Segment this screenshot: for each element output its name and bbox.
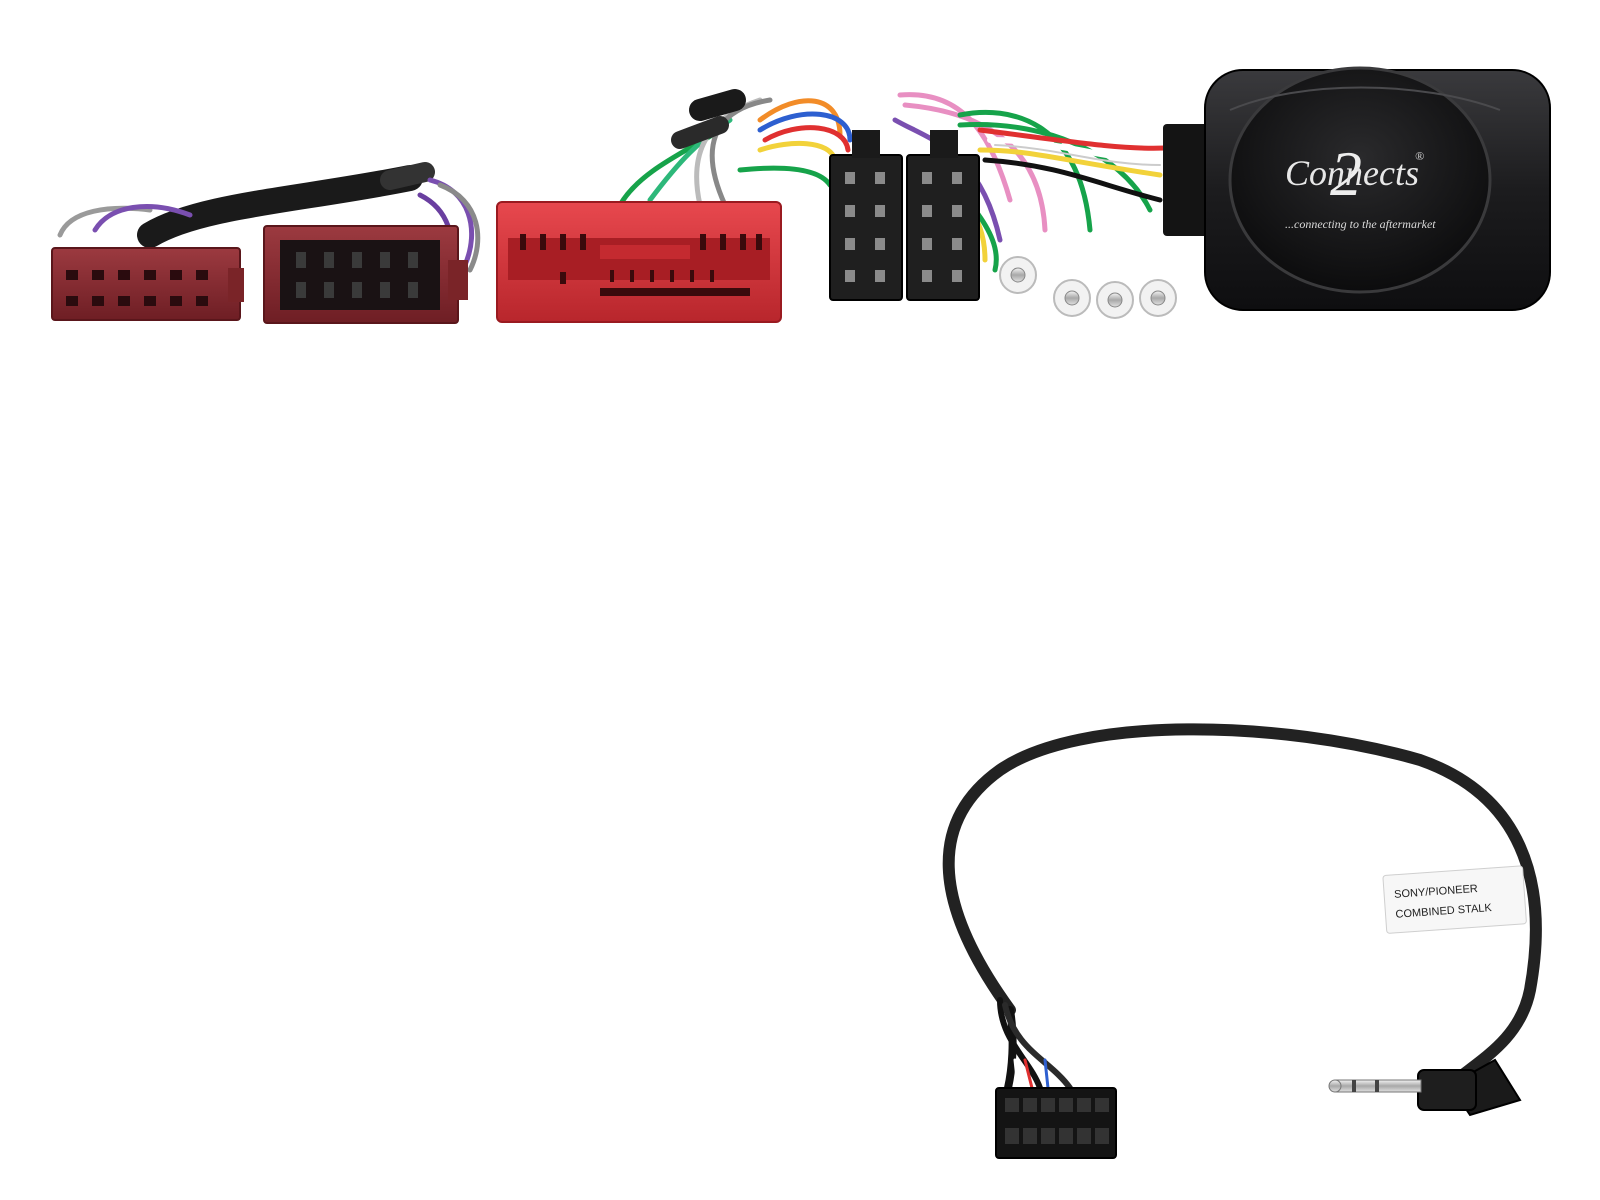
module-brand-mark: 2 — [1330, 138, 1362, 209]
connector-icon — [296, 252, 418, 298]
oem-vehicle-connector — [496, 201, 782, 323]
patch-lead — [942, 723, 1542, 1092]
connector-icon — [1005, 1098, 1109, 1144]
iso-connector-small — [51, 247, 244, 321]
interface-module: 2 Connects ® ...connecting to the afterm… — [1163, 66, 1551, 311]
jack-plug-icon — [1328, 1058, 1522, 1117]
module-brand-registered: ® — [1415, 149, 1424, 163]
patch-lead-sticker: SONY/PIONEER COMBINED STALK — [1382, 865, 1527, 934]
module-tagline: ...connecting to the aftermarket — [1285, 217, 1436, 231]
module-icon — [1204, 66, 1551, 311]
connector-icon — [845, 172, 962, 282]
bullet-connectors — [999, 256, 1177, 319]
sticker-line-1: SONY/PIONEER — [1394, 883, 1478, 901]
connector-icon — [66, 270, 208, 306]
iso-connector-large — [263, 225, 468, 324]
jack-plug — [1328, 1058, 1522, 1117]
molex-connector — [995, 1087, 1117, 1159]
connector-icon — [520, 234, 762, 296]
module-brand-name: Connects — [1285, 153, 1419, 193]
iso-connector-black-pair — [829, 130, 980, 301]
harness-wires — [57, 89, 1168, 273]
